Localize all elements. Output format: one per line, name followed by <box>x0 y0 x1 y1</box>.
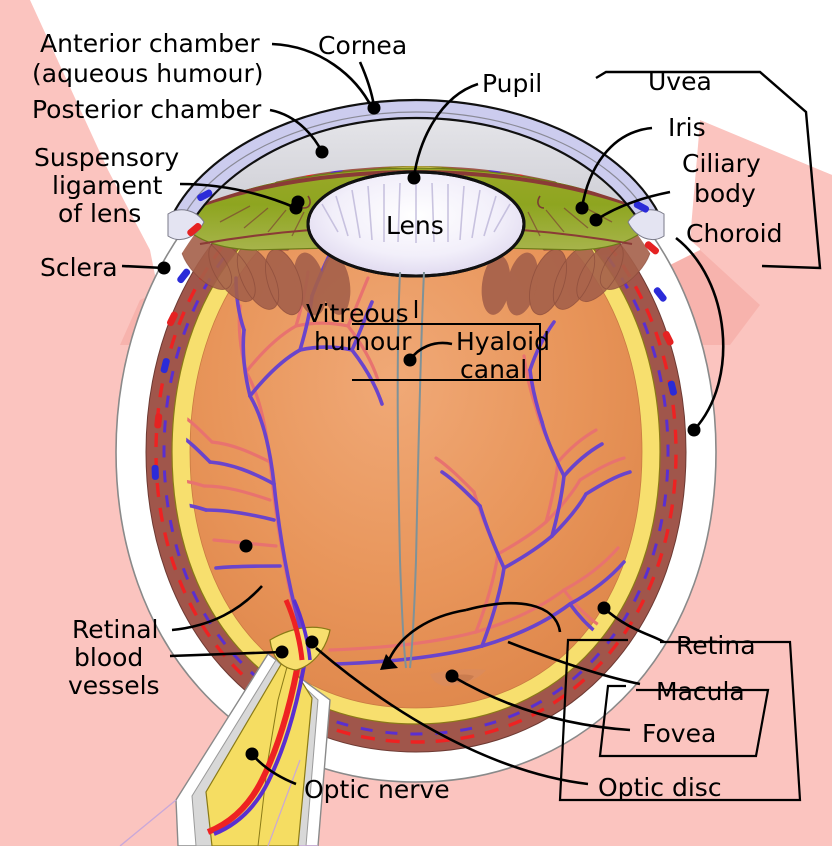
optic-disc-vein <box>292 599 312 661</box>
label-optic-disc: Optic disc <box>598 773 722 802</box>
dot-iris <box>575 201 589 215</box>
nerve-edge-guide-mid <box>267 759 301 846</box>
dot-sclera <box>157 261 171 275</box>
leader-suspensory <box>179 182 297 210</box>
label-posterior-chamber: Posterior chamber <box>32 95 262 124</box>
choroid-artery-dashes <box>154 148 678 744</box>
label-vitreous-line2: humour <box>314 327 412 356</box>
leader-retinal-vessels-2 <box>169 650 283 658</box>
orbital-tissue-right-wedge <box>690 122 832 300</box>
dot-pupil <box>407 171 421 185</box>
choroid-vein-dashes <box>162 156 670 736</box>
uvea-bracket <box>595 70 822 270</box>
leader-fovea <box>451 674 631 732</box>
label-anterior-chamber-line1: Anterior chamber <box>40 29 260 58</box>
dot-retina <box>597 601 611 615</box>
dot-hyaloid <box>403 353 417 367</box>
lens-group <box>306 170 526 278</box>
label-suspensory-line3: of lens <box>58 199 141 228</box>
choroid-vessels <box>154 148 678 744</box>
leader-pupil <box>412 82 479 179</box>
label-anterior-chamber-line2: (aqueous humour) <box>32 59 264 88</box>
dot-retinal-vessels-1 <box>239 539 253 553</box>
label-fovea: Fovea <box>642 719 716 748</box>
macula-arrow <box>380 602 562 670</box>
label-optic-nerve: Optic nerve <box>304 775 450 804</box>
nerve-edge-guide-left <box>119 799 177 846</box>
dot-suspensory <box>291 195 305 209</box>
leader-sclera <box>121 264 165 270</box>
dot-cornea <box>367 101 381 115</box>
leader-iris <box>580 126 653 209</box>
label-lens: Lens <box>386 211 444 240</box>
vitreous-bracket <box>352 323 541 381</box>
lens-fibers <box>321 182 511 243</box>
leader-anterior-chamber <box>271 42 374 109</box>
episcleral-vessels <box>151 189 677 480</box>
label-retinal-line1: Retinal <box>72 615 159 644</box>
hyaloid-canal-right-wall <box>409 271 425 669</box>
dot-optic-disc <box>305 635 319 649</box>
dot-choroid <box>687 423 701 437</box>
vitreous-humour-body <box>189 181 643 709</box>
optic-disc-artery <box>283 598 305 661</box>
dot-fovea <box>445 669 459 683</box>
label-suspensory-line1: Suspensory <box>34 143 179 172</box>
leader-choroid <box>675 236 725 431</box>
dot-optic-nerve <box>245 747 259 761</box>
leader-dots <box>157 101 701 761</box>
optic-nerve-septum <box>257 655 291 846</box>
label-iris: Iris <box>668 113 706 142</box>
dot-retinal-vessels-2 <box>275 645 289 659</box>
label-uvea: Uvea <box>648 67 712 96</box>
label-retinal-line2: blood <box>74 643 143 672</box>
label-sclera: Sclera <box>40 253 118 282</box>
label-hyaloid-line1: Hyaloid <box>456 327 550 356</box>
retina-bracket-group <box>558 638 802 802</box>
label-retinal-line3: vessels <box>68 671 160 700</box>
macula-arrowhead <box>380 654 398 670</box>
dot-anterior-chamber <box>315 145 329 159</box>
leader-retina <box>603 607 665 644</box>
dot-ciliary-body <box>589 213 603 227</box>
label-choroid: Choroid <box>686 219 782 248</box>
central-retinal-vein <box>213 653 308 836</box>
label-suspensory-line2: ligament <box>52 171 163 200</box>
label-texts: Anterior chamber (aqueous humour) Poster… <box>32 29 782 804</box>
label-retina: Retina <box>676 631 756 660</box>
label-ciliary-line1: Ciliary <box>682 149 761 178</box>
label-vitreous-line1: Vitreous <box>306 299 409 328</box>
limbus-right <box>627 209 665 240</box>
central-retinal-artery <box>206 651 303 835</box>
label-macula: Macula <box>656 677 745 706</box>
label-hyaloid-line2: canal <box>460 355 527 384</box>
leader-retinal-vessels-1 <box>171 585 263 632</box>
leader-macula <box>507 640 641 686</box>
label-ciliary-line2: body <box>694 179 756 208</box>
label-cornea: Cornea <box>318 31 407 60</box>
label-pupil: Pupil <box>482 69 542 98</box>
